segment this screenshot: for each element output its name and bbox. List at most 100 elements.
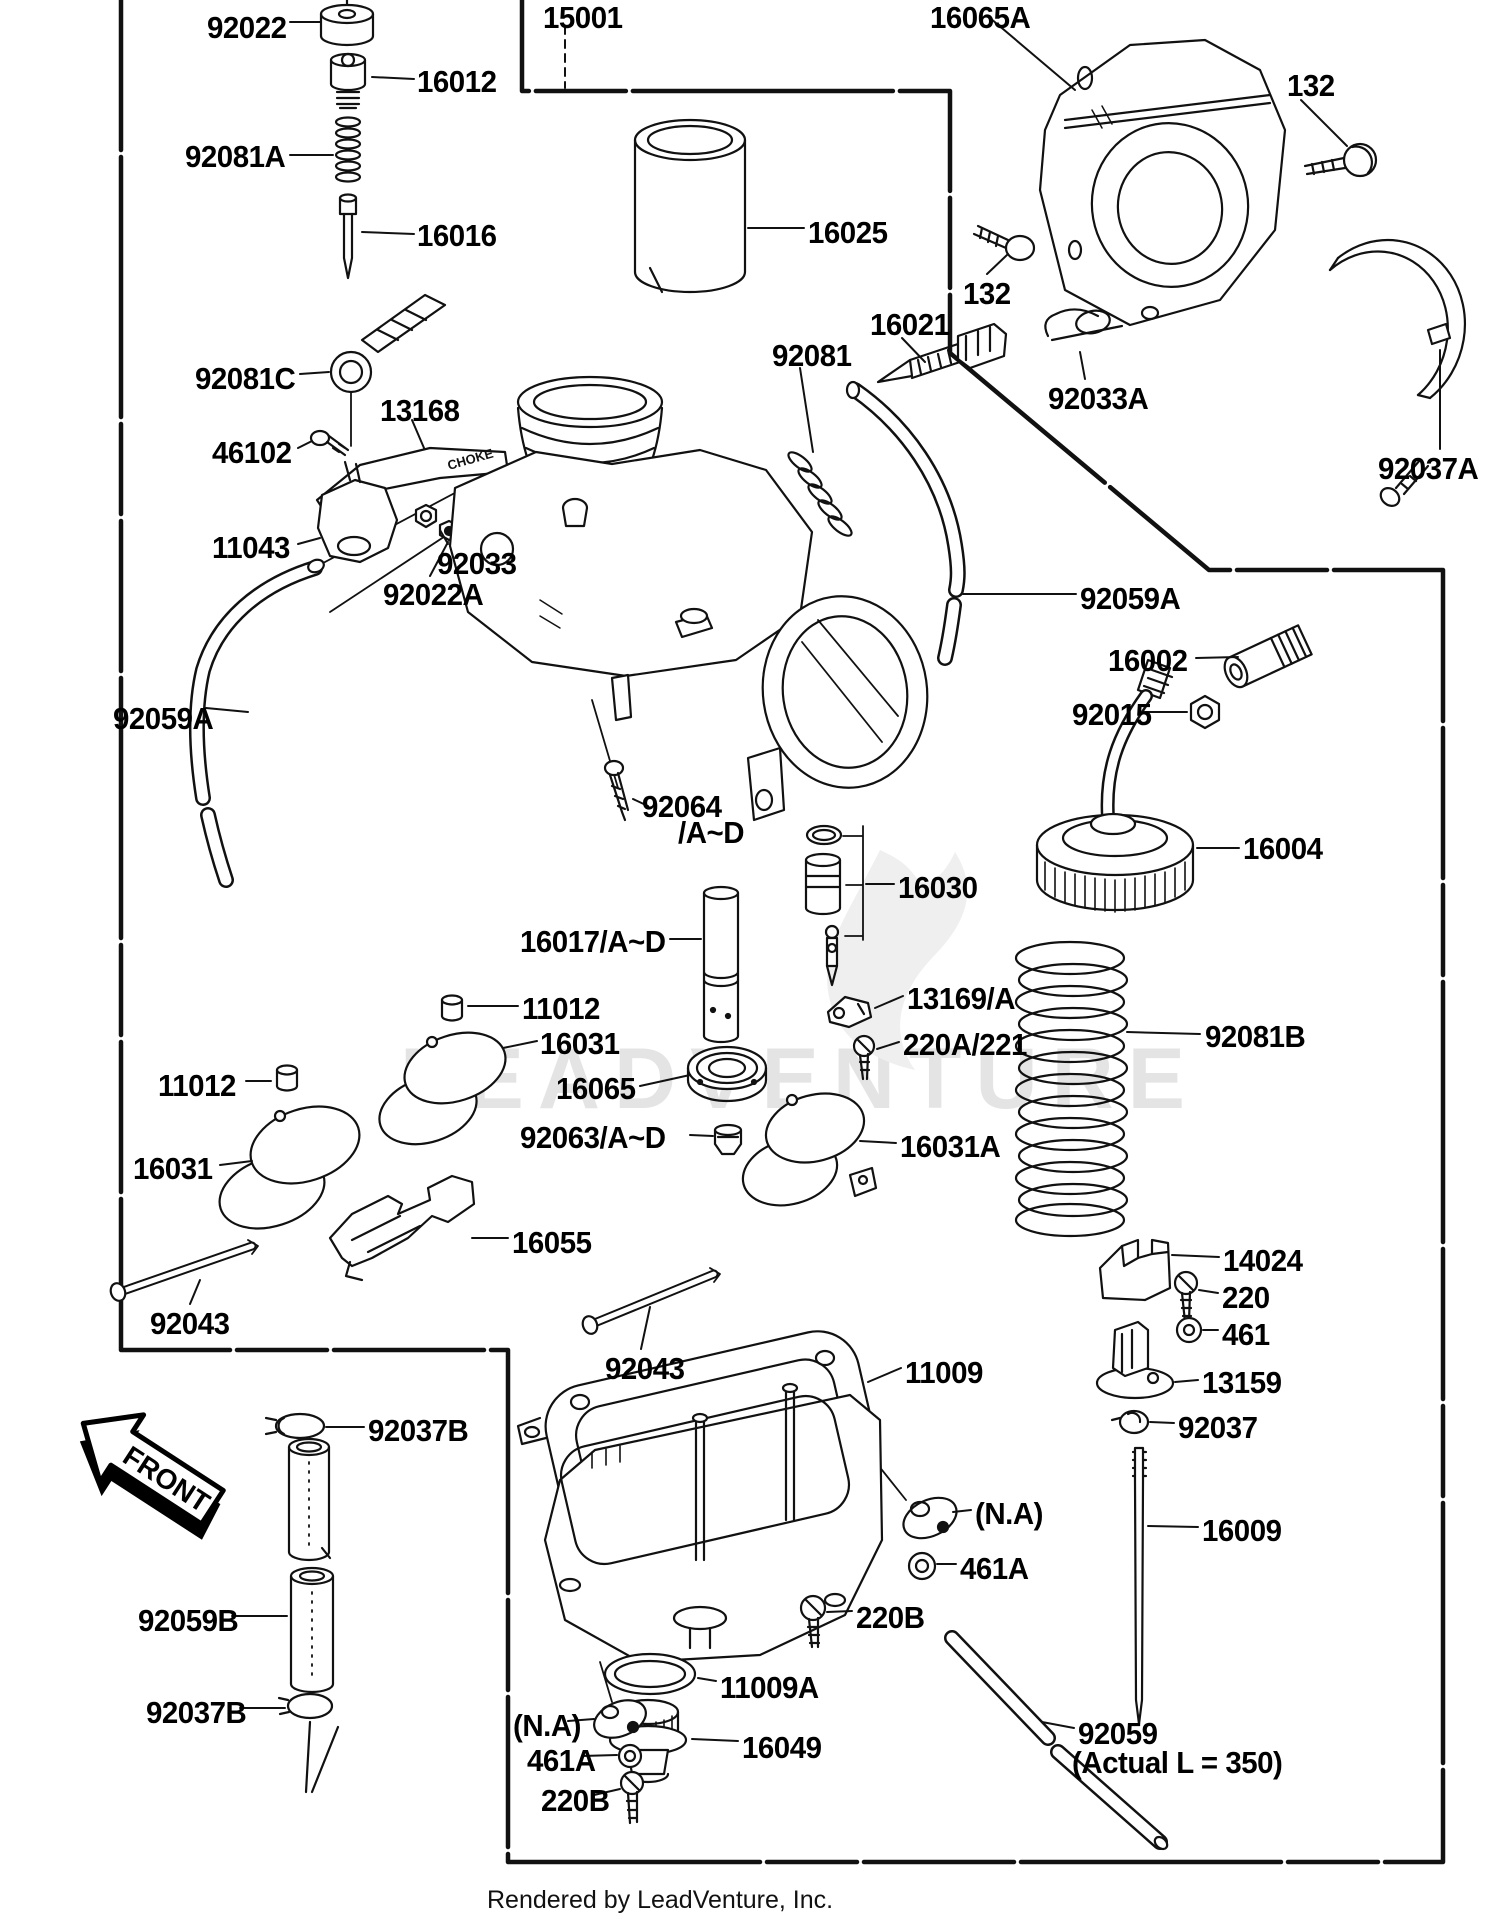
part-label: 92059A xyxy=(1080,581,1181,616)
hose-92059-bottom xyxy=(944,1630,1169,1851)
throttle-valve-16025 xyxy=(633,118,747,294)
part-label: 16021 xyxy=(870,307,950,342)
float-16031-mid xyxy=(378,1031,507,1146)
part-label: 92081A xyxy=(185,139,286,174)
screw-220B-left xyxy=(619,1770,645,1825)
part-label: 92059A xyxy=(113,701,214,736)
footer-credit: Rendered by LeadVenture, Inc. xyxy=(487,1886,834,1914)
screw-220 xyxy=(1173,1270,1199,1324)
nut-92033 xyxy=(414,503,438,529)
hose-92059A-right xyxy=(845,380,966,666)
clamp-92037B-upper xyxy=(264,1412,326,1440)
washer-16065 xyxy=(686,1045,768,1103)
part-label: 92033 xyxy=(437,546,517,581)
jet-needle-16009 xyxy=(1131,1446,1148,1726)
screw-220A xyxy=(852,1034,876,1081)
part-label: 16012 xyxy=(417,64,497,99)
pilot-screw-92064 xyxy=(603,759,630,822)
plug-11012-mid xyxy=(440,994,464,1022)
diagram-border xyxy=(118,0,1446,1865)
float-bowl-11009 xyxy=(543,1382,884,1664)
needle-jet-16017 xyxy=(702,885,740,1044)
part-label: 16017/A~D xyxy=(520,924,666,959)
carburetor-body xyxy=(448,375,929,822)
part-label: 220A/221 xyxy=(903,1027,1027,1062)
float-pin-92043-mid xyxy=(581,1267,721,1335)
part-label: 92064 xyxy=(642,789,722,824)
bracket-na-left xyxy=(593,1661,647,1739)
clamp-92037B-lower xyxy=(277,1692,340,1794)
part-label: 461A xyxy=(960,1551,1029,1586)
screw-132-left xyxy=(972,224,1036,262)
part-label: (N.A) xyxy=(513,1708,581,1743)
part-label: 92063/A~D xyxy=(520,1120,666,1155)
jet-needle-16016 xyxy=(338,193,358,280)
needle-valve-16030 xyxy=(804,824,864,987)
part-label: 16049 xyxy=(742,1730,822,1765)
lever-92081C xyxy=(329,293,447,447)
part-label: 92022A xyxy=(383,577,484,612)
part-label: 92037B xyxy=(368,1413,469,1448)
part-label: 132 xyxy=(1287,68,1335,103)
cap-92022 xyxy=(319,0,375,47)
float-pin-92043-left xyxy=(109,1239,259,1302)
part-label: 92037A xyxy=(1378,451,1479,486)
part-label: 11012 xyxy=(522,991,600,1026)
part-label: 92043 xyxy=(150,1306,230,1341)
part-label: 16009 xyxy=(1202,1513,1282,1548)
part-label: 11009A xyxy=(720,1670,819,1705)
washer-461 xyxy=(1175,1316,1203,1344)
oring-11009A xyxy=(603,1652,697,1696)
part-label: 16065 xyxy=(556,1071,636,1106)
part-label: /A~D xyxy=(678,815,745,850)
screw-132-right xyxy=(1303,142,1378,178)
part-label: 16031 xyxy=(540,1026,620,1061)
part-label: 461A xyxy=(527,1743,596,1778)
part-label: 46102 xyxy=(212,435,292,470)
part-label: 92059 xyxy=(1078,1716,1158,1751)
needle-jet-holder-16012 xyxy=(329,52,367,110)
part-label: 220B xyxy=(541,1783,610,1818)
clip-92037 xyxy=(1110,1409,1150,1435)
lever-13169 xyxy=(826,995,873,1029)
part-label: 92081C xyxy=(195,361,296,396)
part-label: (Actual L = 350) xyxy=(1072,1745,1283,1780)
plug-11012-left xyxy=(275,1064,299,1092)
spring-92081B xyxy=(1014,940,1129,1238)
part-label: 16065A xyxy=(930,0,1031,35)
part-label: 11009 xyxy=(905,1355,983,1390)
bracket-na-right xyxy=(902,1496,958,1540)
air-screw-16021 xyxy=(876,322,1008,384)
part-label: (N.A) xyxy=(975,1496,1043,1531)
part-label: 16031A xyxy=(900,1129,1001,1164)
float-valve-13159 xyxy=(1095,1320,1175,1400)
front-arrow: FRONT xyxy=(79,1412,226,1540)
part-label: 132 xyxy=(963,276,1011,311)
part-label: 16031 xyxy=(133,1151,213,1186)
part-label: 92015 xyxy=(1072,697,1152,732)
float-16031-left xyxy=(218,1105,361,1230)
washer-461A-right xyxy=(907,1551,937,1581)
part-label: 16002 xyxy=(1108,643,1188,678)
spring-92081A xyxy=(334,116,362,183)
part-label: 16004 xyxy=(1243,831,1323,866)
bracket-11043 xyxy=(316,460,399,564)
part-label: 13169/A xyxy=(907,981,1016,1016)
part-label: 14024 xyxy=(1223,1243,1303,1278)
part-label: 11043 xyxy=(212,530,290,565)
float-arm-16055 xyxy=(328,1174,476,1282)
hose-92059B-1 xyxy=(287,1437,332,1562)
part-label: 92081 xyxy=(772,338,852,373)
part-label: 92033A xyxy=(1048,381,1149,416)
part-label: 220B xyxy=(856,1600,925,1635)
intake-flange-16065A xyxy=(1038,38,1287,327)
part-label: 13159 xyxy=(1202,1365,1282,1400)
part-label: 92022 xyxy=(207,10,287,45)
adjuster-16002 xyxy=(1223,624,1313,689)
leader-lines xyxy=(189,17,1441,1796)
part-label: 461 xyxy=(1222,1317,1270,1352)
part-label: 16055 xyxy=(512,1225,592,1260)
hose-92059B-2 xyxy=(289,1566,335,1694)
